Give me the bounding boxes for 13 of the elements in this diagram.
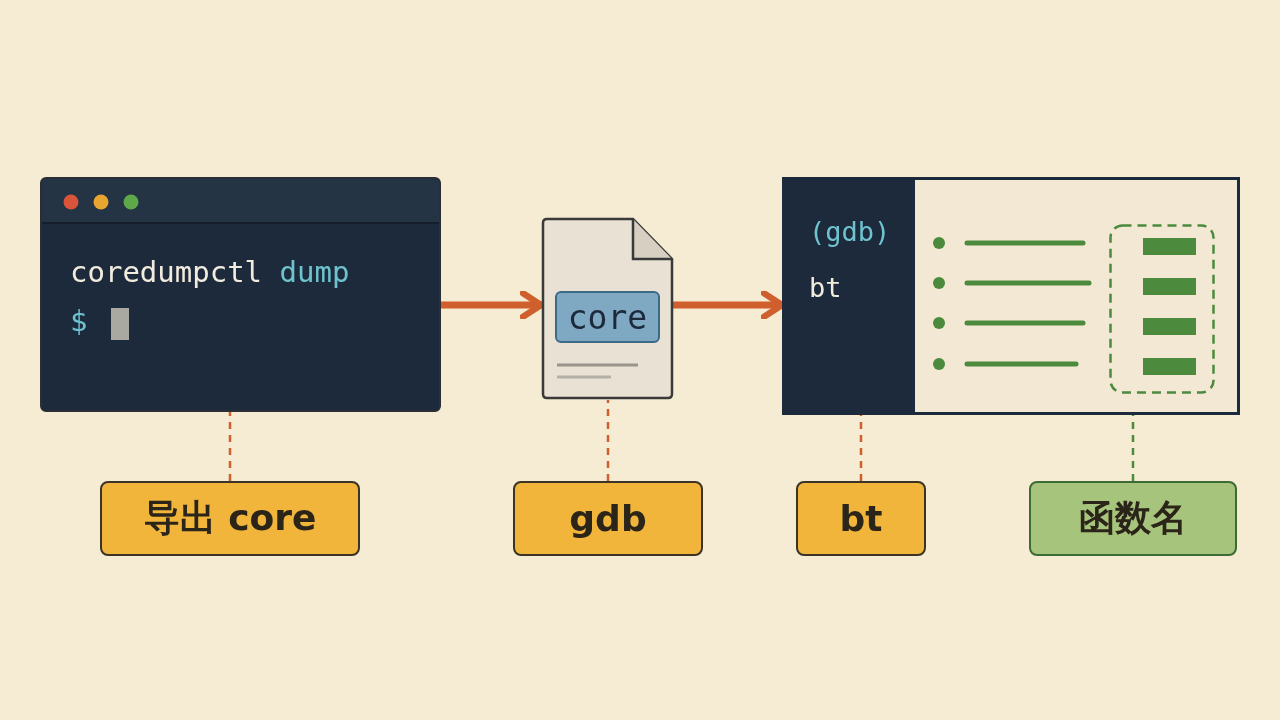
label-box: bt [796, 481, 926, 556]
label-box: 函数名 [1029, 481, 1237, 556]
label-box: 导出 core [100, 481, 360, 556]
terminal-window [40, 177, 441, 412]
label-box: gdb [513, 481, 703, 556]
leader-line [228, 412, 232, 481]
file-name-label: core [555, 291, 660, 343]
command-text: bt [809, 272, 842, 303]
command-text: coredumpctl dump [70, 255, 350, 289]
debugger-window [782, 177, 1240, 415]
prompt-text: (gdb) [809, 216, 891, 247]
prompt-text: $ [70, 304, 88, 338]
leader-line [606, 400, 610, 481]
